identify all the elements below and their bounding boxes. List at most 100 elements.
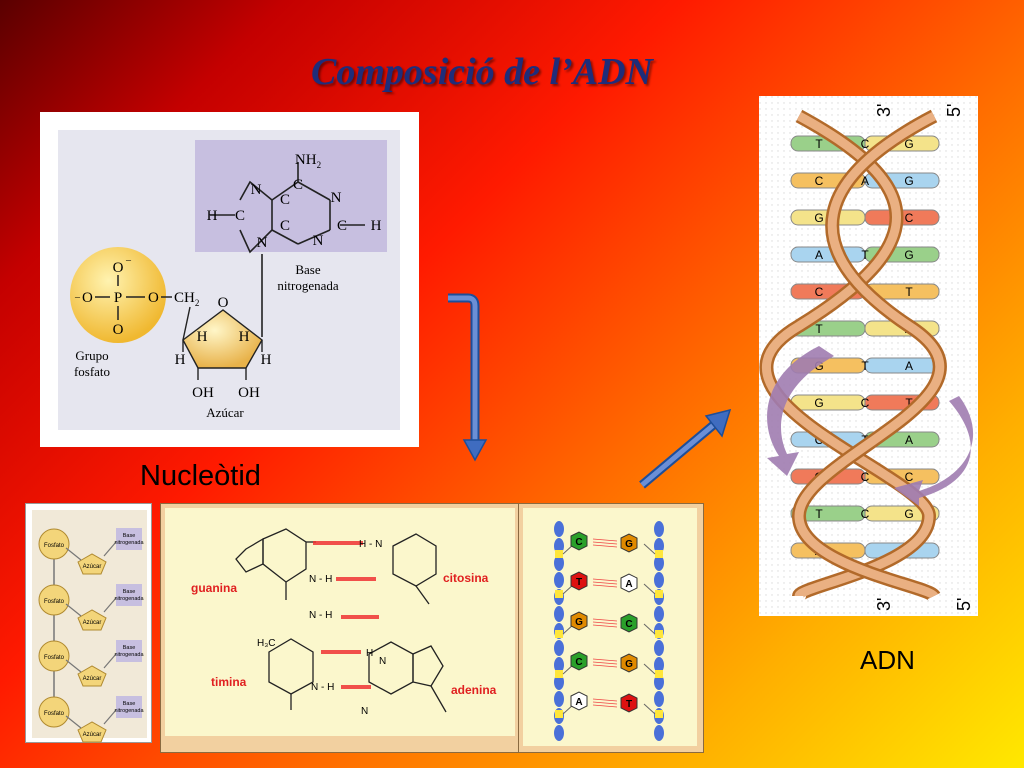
backbone-bead <box>554 555 564 571</box>
base-letter: T <box>576 577 582 588</box>
base-letter: A <box>815 248 823 262</box>
backbone-bead <box>554 691 564 707</box>
phosphate-group <box>70 247 166 343</box>
nucleotide-diagram: NH2 N C N N C N C C C H H Base nitrogena… <box>40 112 419 447</box>
phosphate-atom: O <box>82 290 93 306</box>
base-letter: T <box>861 359 869 373</box>
backbone-bead <box>654 657 664 673</box>
sugar-shape <box>77 721 107 743</box>
sugar-square <box>655 710 663 718</box>
sugar-label: Azúcar <box>206 405 244 420</box>
ring-atom: N <box>251 182 262 198</box>
ring-atom: H <box>371 218 382 234</box>
backbone-bead <box>654 572 664 588</box>
phosphate-label: fosfato <box>74 364 110 379</box>
phosphate-atom: O <box>113 322 124 338</box>
base-letter: T <box>905 396 913 410</box>
base-label: Base <box>123 645 136 651</box>
base-label: Base <box>123 701 136 707</box>
cytosine-label: citosina <box>443 571 489 585</box>
ring-atom: N <box>257 235 268 251</box>
sugar-square <box>555 550 563 558</box>
ring-atom: N <box>313 233 324 249</box>
backbone-bead <box>654 521 664 537</box>
sugar-atom: H <box>197 329 208 345</box>
phosphate-atom: O <box>113 260 124 276</box>
sugar-oxygen: O <box>218 295 229 311</box>
sugar-shape <box>77 609 107 631</box>
backbone-bead <box>654 606 664 622</box>
phosphate-label: Fosfato <box>44 543 65 549</box>
base-hexagon <box>620 533 638 553</box>
sugar-shape <box>77 665 107 687</box>
sugar-square <box>655 590 663 598</box>
base-box <box>116 640 142 662</box>
base-letter: G <box>625 539 633 550</box>
base-label: nitrogenada <box>114 540 144 546</box>
base-letter: G <box>904 248 913 262</box>
thymine-label: timina <box>211 675 247 689</box>
base-hexagon <box>570 571 588 591</box>
phosphate-charge: – <box>74 292 81 303</box>
ring-atom: C <box>235 208 245 224</box>
ring-atom: C <box>280 218 290 234</box>
ring-atom: N <box>331 190 342 206</box>
bond-label: N <box>361 706 368 717</box>
sugar-atom: H <box>239 329 250 345</box>
bond-label: H <box>366 648 373 659</box>
base-letter: G <box>814 211 823 225</box>
base-label: Base <box>123 533 136 539</box>
base-letter: T <box>815 137 823 151</box>
base-hexagon <box>570 531 588 551</box>
base-letter: G <box>904 137 913 151</box>
base-letter: G <box>904 174 913 188</box>
phosphate-label: Fosfato <box>44 655 65 661</box>
strand-end-label: 5' <box>954 598 974 611</box>
bond-label: N <box>379 656 386 667</box>
backbone-bead <box>554 606 564 622</box>
ring-atom: C <box>293 177 303 193</box>
nucleotide-chain: FosfatoAzúcarBasenitrogenadaFosfatoAzúca… <box>32 510 147 743</box>
sugar-square <box>655 550 663 558</box>
strand-end-label: 3' <box>874 104 894 117</box>
base-label: Base <box>295 262 321 277</box>
base-label: nitrogenada <box>114 708 144 714</box>
base-letter: C <box>815 174 824 188</box>
strand-end-label: 3' <box>874 598 894 611</box>
base-letter: C <box>815 285 824 299</box>
backbone-bead <box>654 691 664 707</box>
base-letter: C <box>575 657 582 668</box>
base-block <box>864 357 940 374</box>
adenine-label: adenina <box>451 683 497 697</box>
phosphate-circle <box>38 528 70 560</box>
sugar-square <box>555 630 563 638</box>
backbone-bead <box>654 725 664 741</box>
phosphate-atom: O <box>148 290 159 306</box>
sugar-label: Azúcar <box>83 676 102 682</box>
sugar-atom: OH <box>192 385 214 401</box>
base-label: nitrogenada <box>277 278 339 293</box>
rotation-arrow-icon <box>767 346 834 476</box>
sugar-atom: H <box>175 352 186 368</box>
base-letter: G <box>814 359 823 373</box>
base-hexagon <box>570 691 588 711</box>
base-letter: G <box>904 507 913 521</box>
base-hexagon <box>620 613 638 633</box>
base-hexagon <box>620 653 638 673</box>
phosphate-label: Fosfato <box>44 711 65 717</box>
sugar-square <box>655 670 663 678</box>
base-letter: C <box>905 470 914 484</box>
slide-title: Composició de l’ADN <box>311 51 653 93</box>
